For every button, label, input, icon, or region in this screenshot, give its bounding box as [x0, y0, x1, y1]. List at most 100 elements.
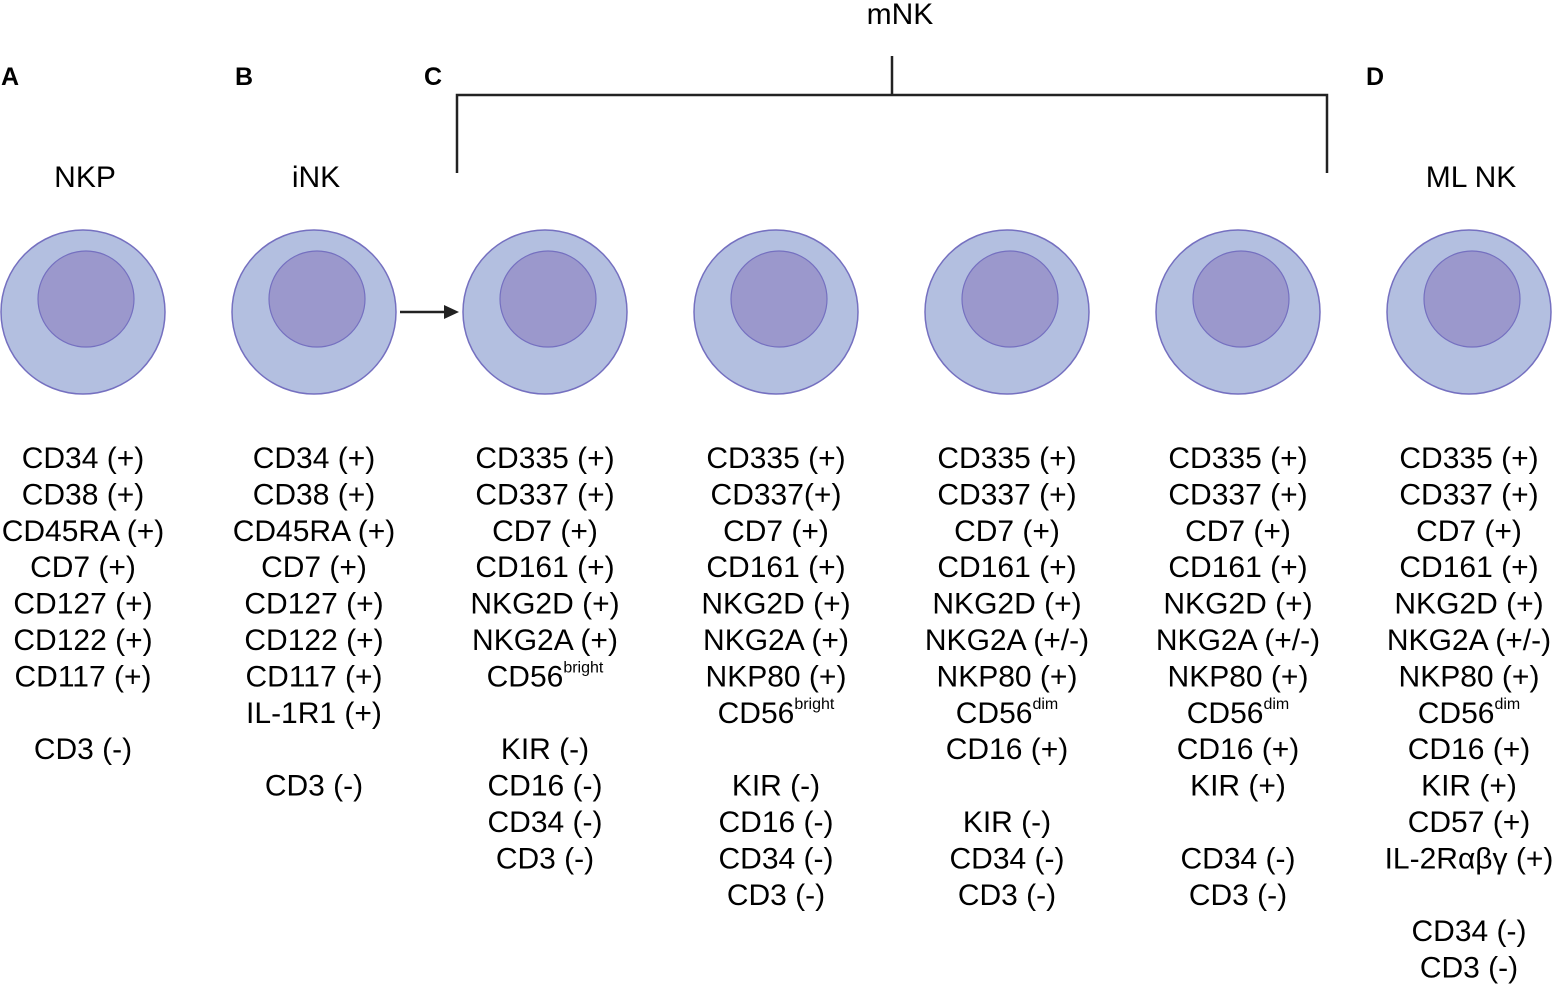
marker-label: CD337 (+)	[1399, 478, 1538, 511]
nk-cell	[1155, 229, 1321, 395]
marker-text: KIR (-)	[501, 733, 589, 766]
marker-label: CD7 (+)	[954, 515, 1060, 548]
marker-text: CD3 (-)	[727, 879, 825, 912]
marker-label: CD3 (-)	[1189, 879, 1287, 912]
cells	[0, 229, 1552, 395]
marker-text: CD57 (+)	[1408, 806, 1531, 839]
marker-label: CD45RA (+)	[233, 515, 396, 548]
marker-label: CD161 (+)	[1168, 551, 1307, 584]
marker-label: CD3 (-)	[1420, 952, 1518, 985]
marker-label: KIR (+)	[1421, 770, 1517, 803]
marker-label: CD34 (-)	[949, 842, 1064, 875]
marker-text: CD337 (+)	[475, 478, 614, 511]
marker-label: CD127 (+)	[13, 588, 152, 621]
nk-cell	[462, 229, 628, 395]
marker-label: CD337 (+)	[937, 478, 1076, 511]
marker-text: CD337 (+)	[1168, 478, 1307, 511]
marker-text: NKG2D (+)	[701, 588, 850, 621]
marker-text: CD34 (+)	[22, 442, 145, 475]
marker-text: CD45RA (+)	[233, 515, 396, 548]
marker-text: CD56bright	[718, 696, 835, 730]
marker-superscript: dim	[1263, 696, 1289, 713]
marker-text: NKG2A (+)	[703, 624, 849, 657]
mnk-label: mNK	[867, 0, 934, 31]
marker-text: CD16 (+)	[1177, 733, 1300, 766]
marker-label: CD161 (+)	[706, 551, 845, 584]
marker-text: CD16 (+)	[946, 733, 1069, 766]
marker-text: CD56dim	[1418, 696, 1520, 730]
marker-text: CD34 (-)	[1411, 915, 1526, 948]
marker-label: NKG2A (+/-)	[1156, 624, 1320, 657]
marker-label: KIR (+)	[1190, 770, 1286, 803]
cell-type-title: iNK	[292, 161, 340, 194]
cell-type-title: NKP	[54, 161, 116, 194]
marker-label: CD335 (+)	[937, 442, 1076, 475]
marker-text: CD3 (-)	[958, 879, 1056, 912]
marker-text: CD161 (+)	[1168, 551, 1307, 584]
marker-label: CD161 (+)	[475, 551, 614, 584]
marker-label: CD16 (-)	[487, 770, 602, 803]
marker-label: NKG2A (+)	[472, 624, 618, 657]
marker-text: NKG2D (+)	[470, 588, 619, 621]
marker-label: CD127 (+)	[244, 588, 383, 621]
marker-label: CD16 (-)	[718, 806, 833, 839]
marker-text: CD45RA (+)	[2, 515, 165, 548]
marker-label: NKG2D (+)	[1394, 588, 1543, 621]
marker-list: CD335 (+)CD337(+) CD7 (+)CD161 (+) NKG2D (…	[701, 442, 850, 912]
marker-text: CD3 (-)	[1420, 952, 1518, 985]
marker-label: CD161 (+)	[1399, 551, 1538, 584]
marker-text: CD7 (+)	[30, 551, 136, 584]
marker-label: CD16 (+)	[946, 733, 1069, 766]
mnk-bracket: mNK	[455, 0, 1329, 173]
marker-label: CD38 (+)	[253, 478, 376, 511]
marker-text: CD337 (+)	[937, 478, 1076, 511]
panel-letter: B	[235, 63, 253, 91]
marker-label: NKG2D (+)	[701, 588, 850, 621]
marker-text: CD127 (+)	[244, 588, 383, 621]
marker-label: CD7 (+)	[723, 515, 829, 548]
marker-label: CD3 (-)	[496, 842, 594, 875]
marker-text: CD117 (+)	[246, 660, 383, 693]
marker-superscript: dim	[1494, 696, 1520, 713]
marker-label: CD122 (+)	[244, 624, 383, 657]
marker-list: CD335 (+)CD337 (+)CD7 (+)CD161 (+)NKG2D …	[1156, 442, 1320, 912]
marker-list: CD335 (+)CD337 (+) CD7 (+)CD161 (+) NKG2D …	[1385, 442, 1554, 985]
marker-text: NKG2D (+)	[1163, 588, 1312, 621]
marker-text: NKP80 (+)	[706, 660, 847, 693]
marker-label: CD161 (+)	[937, 551, 1076, 584]
marker-text: CD337 (+)	[1399, 478, 1538, 511]
marker-text: NKP80 (+)	[937, 660, 1078, 693]
marker-text: CD335 (+)	[1399, 442, 1538, 475]
marker-text: CD16 (-)	[487, 770, 602, 803]
marker-label: CD56	[718, 697, 795, 730]
marker-text: CD7 (+)	[1416, 515, 1522, 548]
marker-label: CD7 (+)	[1185, 515, 1291, 548]
marker-label: CD34 (-)	[487, 806, 602, 839]
marker-label: IL-2Rαβγ (+)	[1385, 842, 1554, 875]
marker-text: CD3 (-)	[1189, 879, 1287, 912]
marker-list: CD34 (+)CD38 (+)CD45RA (+)CD7 (+)CD127 (…	[233, 442, 396, 803]
marker-label: CD34 (+)	[253, 442, 376, 475]
marker-text: CD34 (-)	[1180, 842, 1295, 875]
marker-label: NKG2D (+)	[1163, 588, 1312, 621]
marker-text: NKG2A (+/-)	[1387, 624, 1551, 657]
marker-text: CD335 (+)	[475, 442, 614, 475]
panel-letter: D	[1366, 63, 1384, 91]
marker-label: CD3 (-)	[265, 770, 363, 803]
marker-superscript: bright	[794, 696, 835, 713]
marker-text: CD161 (+)	[475, 551, 614, 584]
marker-text: CD34 (-)	[487, 806, 602, 839]
marker-text: CD34 (+)	[253, 442, 376, 475]
marker-text: CD335 (+)	[706, 442, 845, 475]
marker-text: CD16 (-)	[718, 806, 833, 839]
marker-label: CD45RA (+)	[2, 515, 165, 548]
marker-text: NKP80 (+)	[1399, 660, 1540, 693]
marker-label: NKG2A (+/-)	[1387, 624, 1551, 657]
marker-text: CD122 (+)	[13, 624, 152, 657]
marker-label: IL-1R1 (+)	[246, 697, 382, 730]
marker-label: CD34 (-)	[1411, 915, 1526, 948]
marker-text: CD38 (+)	[253, 478, 376, 511]
marker-text: NKG2D (+)	[932, 588, 1081, 621]
marker-label: CD337(+)	[711, 478, 842, 511]
marker-label: CD7 (+)	[1416, 515, 1522, 548]
